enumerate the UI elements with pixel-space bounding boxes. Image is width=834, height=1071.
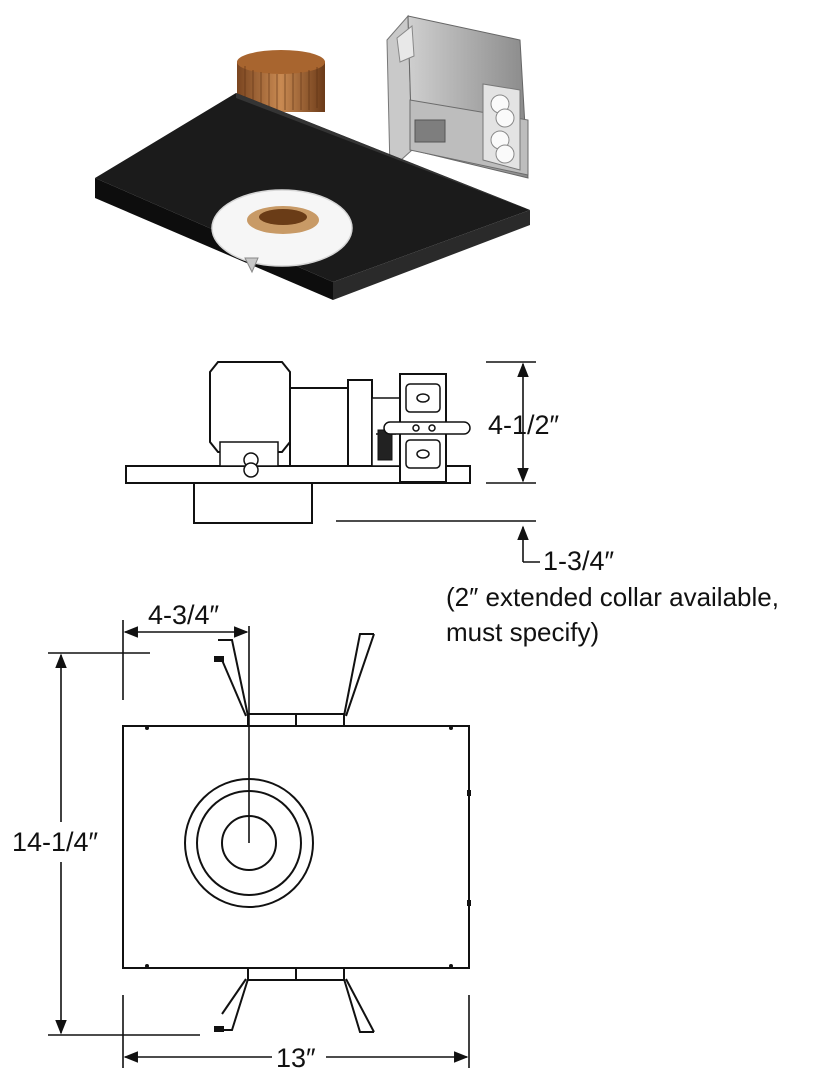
plan-dimension-lines (48, 620, 470, 1068)
overall-width-label: 13″ (276, 1043, 316, 1071)
side-elevation (125, 361, 471, 524)
product-render (95, 14, 530, 300)
plan-top-bracket (218, 633, 374, 717)
collar-note-line1: (2″ extended collar available, (446, 582, 779, 612)
side-housing (209, 361, 291, 453)
plan-view (122, 633, 471, 1033)
mounting-plate (95, 93, 530, 300)
overall-length-label: 14-1/4″ (12, 827, 99, 857)
junction-box-bracket (386, 14, 529, 179)
collar-depth-label: 1-3/4″ (543, 546, 615, 576)
side-height-label: 4-1/2″ (488, 410, 560, 440)
side-collar (193, 482, 313, 524)
collar-note-line2: must specify) (446, 617, 599, 647)
aperture-offset-label: 4-3/4″ (148, 600, 220, 630)
trim-aperture (211, 189, 353, 274)
heatsink-can (237, 50, 325, 112)
side-dimension-lines (336, 361, 540, 563)
